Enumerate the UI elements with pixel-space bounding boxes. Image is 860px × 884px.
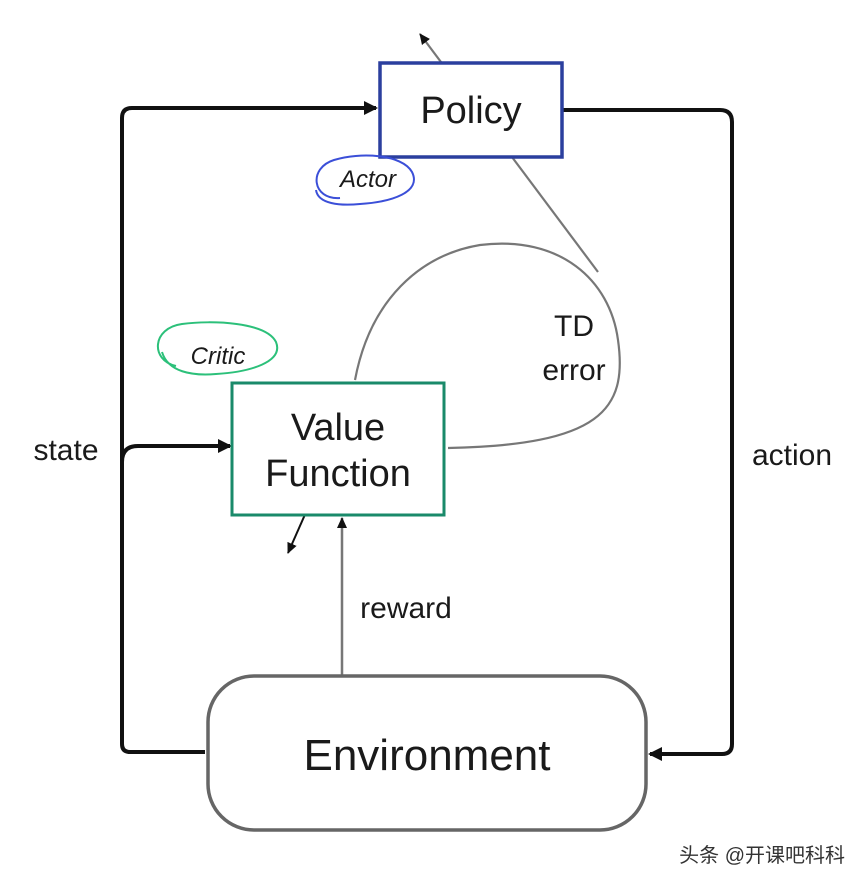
watermark-text: 头条 @开课吧科科: [679, 844, 845, 867]
policy-label: Policy: [420, 90, 521, 132]
state-to-value-line: [120, 439, 232, 463]
value-function-box: [230, 381, 446, 517]
value-out-arrow: [287, 509, 308, 554]
actor-label: Actor: [338, 166, 397, 193]
action-label: action: [752, 439, 832, 472]
reward-label: reward: [360, 592, 452, 625]
environment-box: [206, 674, 648, 832]
policy-box: [378, 61, 564, 159]
actor-scribble: [315, 154, 415, 206]
state-label: state: [33, 434, 98, 467]
value-function-label-line1: Value: [291, 407, 385, 449]
environment-label: Environment: [303, 731, 550, 780]
td-error-label-line1: TD: [554, 310, 594, 343]
td-error-curve: [353, 242, 621, 450]
action-line: [562, 108, 734, 761]
value-function-label-line2: Function: [265, 453, 411, 495]
critic-scribble: [157, 321, 279, 376]
critic-label: Critic: [191, 343, 246, 370]
td-error-label-line2: error: [542, 354, 605, 387]
state-loop-line: [120, 101, 378, 754]
